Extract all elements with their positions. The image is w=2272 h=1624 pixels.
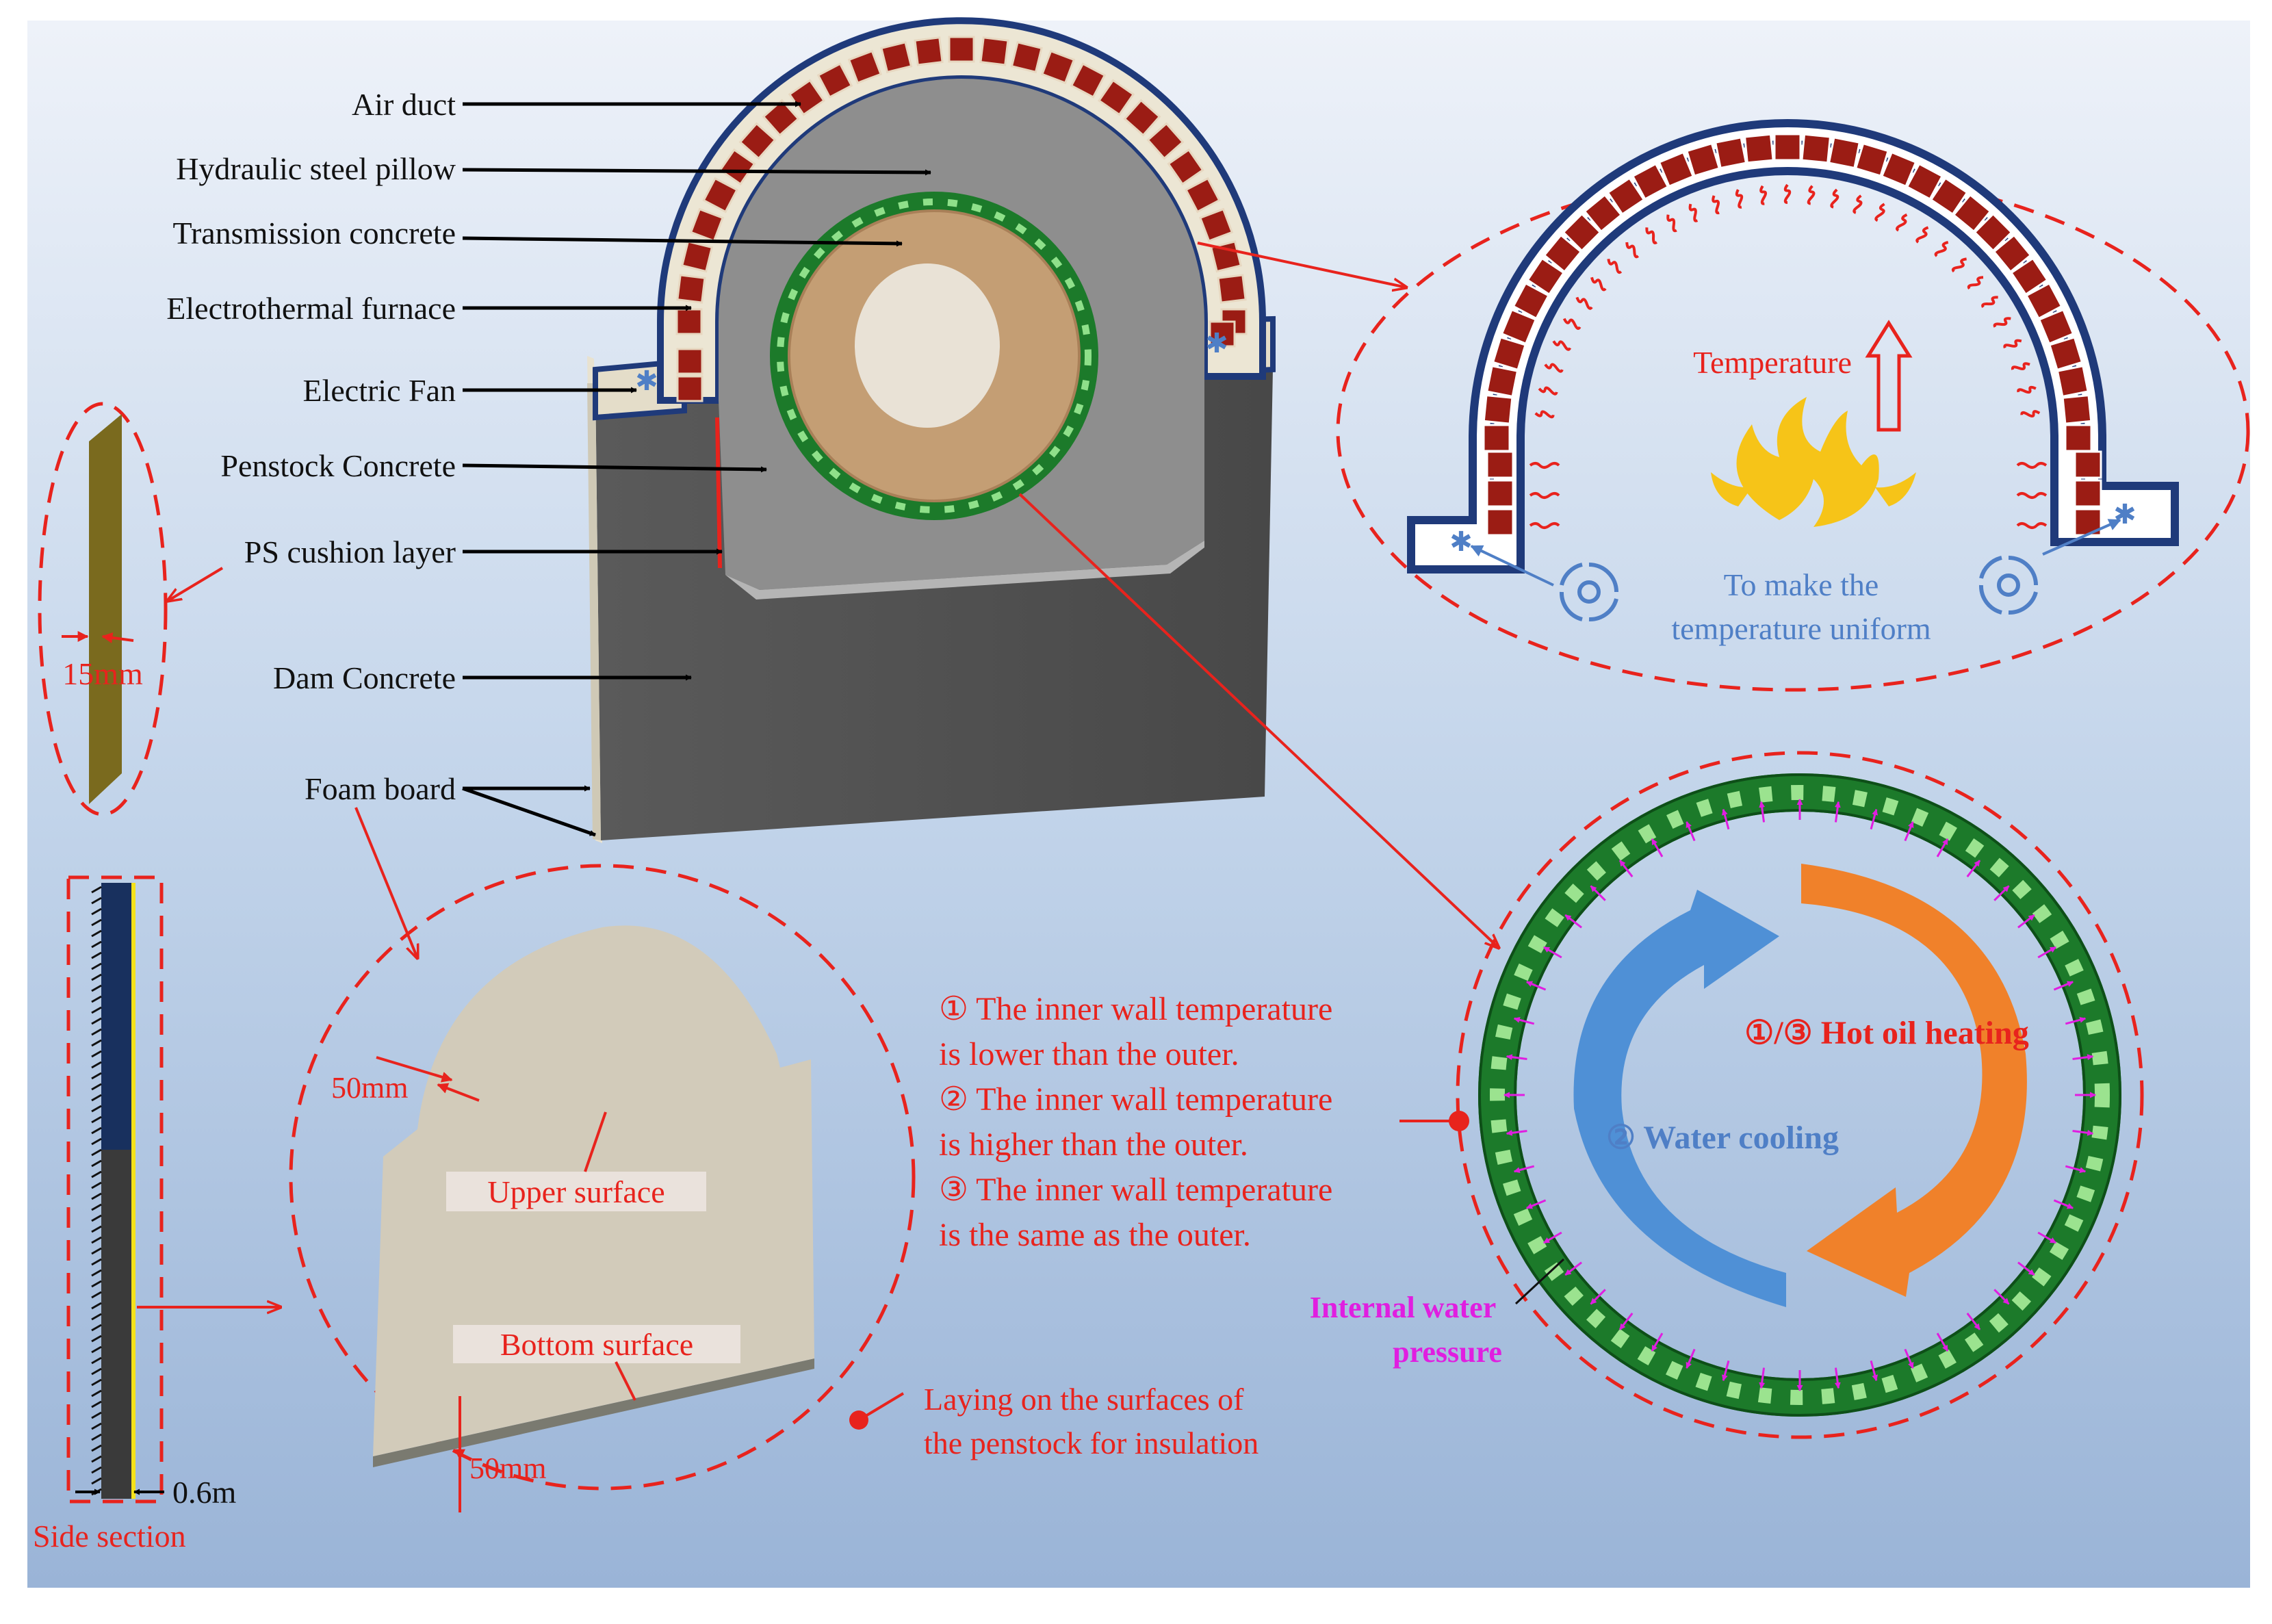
label-transmission-concrete: Transmission concrete xyxy=(172,216,456,250)
case-1-line-1: ① The inner wall temperature xyxy=(939,991,1332,1027)
ps-cushion-detail: 15mm xyxy=(38,402,224,816)
electric-fan-icon: ✱ xyxy=(635,365,658,396)
case-2-line-1: ② The inner wall temperature xyxy=(939,1081,1332,1118)
swirl-icon xyxy=(1559,563,1618,622)
label-air-duct: Air duct xyxy=(352,87,456,122)
temperature-cases: ① The inner wall temperature is lower th… xyxy=(939,991,1332,1253)
foam-thickness-top: 50mm xyxy=(331,1071,408,1105)
case-3-line-2: is the same as the outer. xyxy=(939,1217,1251,1253)
water-cooling-arrow xyxy=(1573,890,1786,1307)
ps-thickness-label: 15mm xyxy=(62,656,143,691)
swirl-icon xyxy=(1978,556,2038,615)
upper-surface-label: Upper surface xyxy=(487,1174,664,1209)
case-2-line-2: is higher than the outer. xyxy=(939,1126,1248,1163)
internal-pressure-line-1: Internal water xyxy=(1310,1291,1497,1324)
internal-pressure-line-2: pressure xyxy=(1393,1335,1502,1369)
svg-text:✱: ✱ xyxy=(635,365,658,396)
label-leader-arrows xyxy=(462,101,931,837)
electric-fan-icon: ✱ xyxy=(1205,328,1228,359)
side-section-label: Side section xyxy=(33,1519,186,1554)
svg-text:✱: ✱ xyxy=(1205,328,1228,359)
side-section-dimension: 0.6m xyxy=(172,1475,237,1510)
furnace-detail: Temperature ✱ ✱ To make the temperature … xyxy=(1197,119,2250,692)
label-dam-concrete: Dam Concrete xyxy=(273,660,456,695)
case-3-line-1: ③ The inner wall temperature xyxy=(939,1172,1332,1208)
flame-icon xyxy=(1711,397,1916,527)
hot-oil-arrow xyxy=(1801,864,2027,1297)
label-ps-cushion-layer: PS cushion layer xyxy=(244,534,456,569)
hot-oil-label: ①/③ Hot oil heating xyxy=(1744,1015,2028,1051)
foam-thickness-bottom: 50mm xyxy=(469,1452,546,1485)
label-foam-board: Foam board xyxy=(305,771,456,806)
temperature-up-arrow xyxy=(1865,320,1913,432)
electric-fan-icon: ✱ xyxy=(2113,499,2137,530)
left-labels: Air duct Hydraulic steel pillow Transmis… xyxy=(166,87,456,806)
label-electric-fan: Electric Fan xyxy=(302,373,456,408)
temperature-label: Temperature xyxy=(1693,345,1852,380)
penstock-bore xyxy=(855,263,1000,428)
label-penstock-concrete: Penstock Concrete xyxy=(220,448,456,483)
dam-model: ✱ ✱ xyxy=(587,17,1276,843)
electrothermal-furnace-cells xyxy=(675,36,1248,402)
svg-text:✱: ✱ xyxy=(2113,499,2137,530)
label-hydraulic-steel-pillow: Hydraulic steel pillow xyxy=(176,151,456,186)
uniform-line-1: To make the xyxy=(1724,567,1879,602)
bottom-surface-label: Bottom surface xyxy=(500,1327,693,1362)
penstock-ring-detail: ①/③ Hot oil heating ② Water cooling Inte… xyxy=(1018,493,2144,1439)
uniform-line-2: temperature uniform xyxy=(1671,611,1931,646)
case-1-line-2: is lower than the outer. xyxy=(939,1036,1239,1072)
ps-cushion-layer xyxy=(715,417,722,569)
side-section-detail: 0.6m Side section xyxy=(33,875,281,1554)
water-cooling-label: ② Water cooling xyxy=(1606,1120,1839,1156)
svg-text:✱: ✱ xyxy=(1449,526,1473,557)
laying-note-line-1: Laying on the surfaces of xyxy=(924,1382,1244,1417)
label-electrothermal-furnace: Electrothermal furnace xyxy=(166,291,456,326)
electric-fan-icon: ✱ xyxy=(1449,526,1473,557)
foam-board-detail: Upper surface Bottom surface 50mm 50mm L… xyxy=(289,807,1258,1512)
laying-note-line-2: the penstock for insulation xyxy=(924,1426,1258,1460)
